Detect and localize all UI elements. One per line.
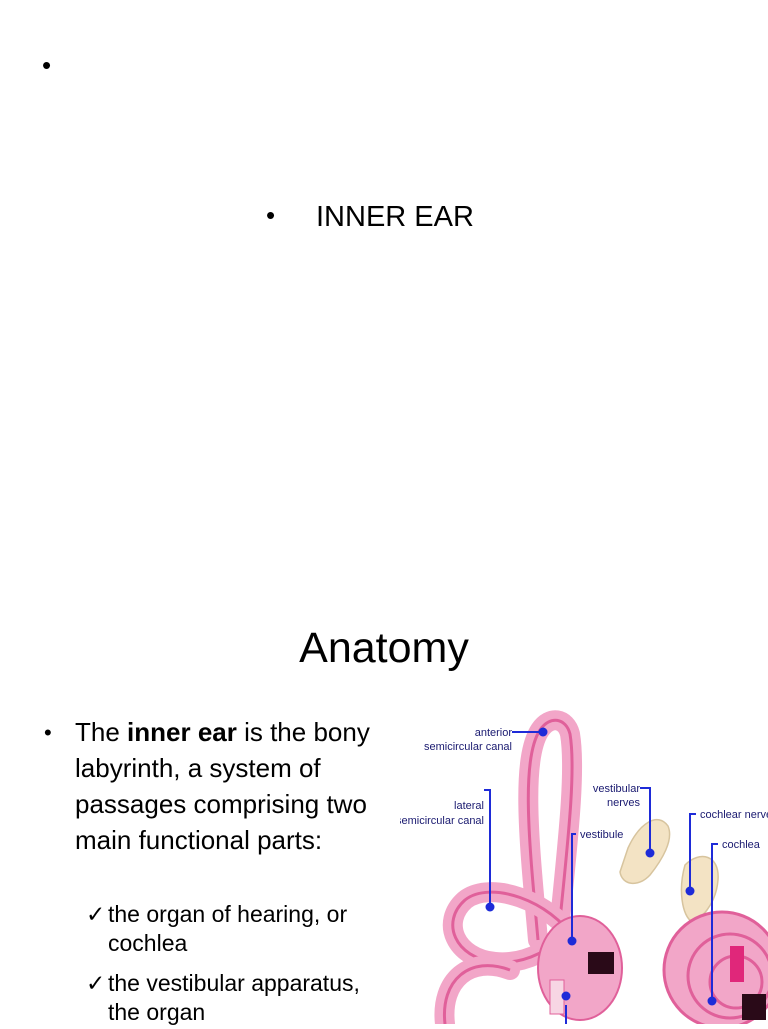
label-anterior-1: anterior [475,727,513,739]
label-lateral-2: semicircular canal [400,815,484,827]
intro-pre: The [75,717,128,747]
check-icon: ✓ [86,901,106,927]
label-cochlear-nerve: cochlear nerve [700,809,768,821]
main-bullet: • [44,720,52,745]
intro-post: is the bony labyrinth, a system of passa… [75,717,370,855]
intro-paragraph: The inner ear is the bony labyrinth, a s… [75,714,375,858]
inner-ear-diagram: anterior semicircular canal lateral semi… [396,700,768,1029]
label-vestibular-1: vestibular [593,783,640,795]
stray-bullet: • [42,50,52,80]
vestibular-nerves-shape [619,818,671,884]
list-item: ✓ the organ of hearing, or cochlea [86,900,376,960]
list-item: ✓ the vestibular apparatus, the organ [86,969,376,1029]
label-lateral-1: lateral [454,800,484,812]
slide2-title: Anatomy [299,624,469,672]
list-item-text: the vestibular apparatus, the organ [108,970,360,1025]
label-vestibule: vestibule [580,829,623,841]
label-vestibular-2: nerves [607,797,641,809]
leader-lines [484,727,718,1024]
label-anterior-2: semicircular canal [424,741,512,753]
label-cochlea: cochlea [722,839,761,851]
slide1-heading: INNER EAR [316,201,474,233]
intro-bold: inner ear [127,717,237,747]
check-icon: ✓ [86,970,106,996]
vestibule-shape [537,915,623,1021]
slide1-bullet: • [266,200,276,230]
cochlea-shape [662,910,768,1029]
semicircular-canals [434,710,585,1029]
list-item-text: the organ of hearing, or cochlea [108,901,348,956]
